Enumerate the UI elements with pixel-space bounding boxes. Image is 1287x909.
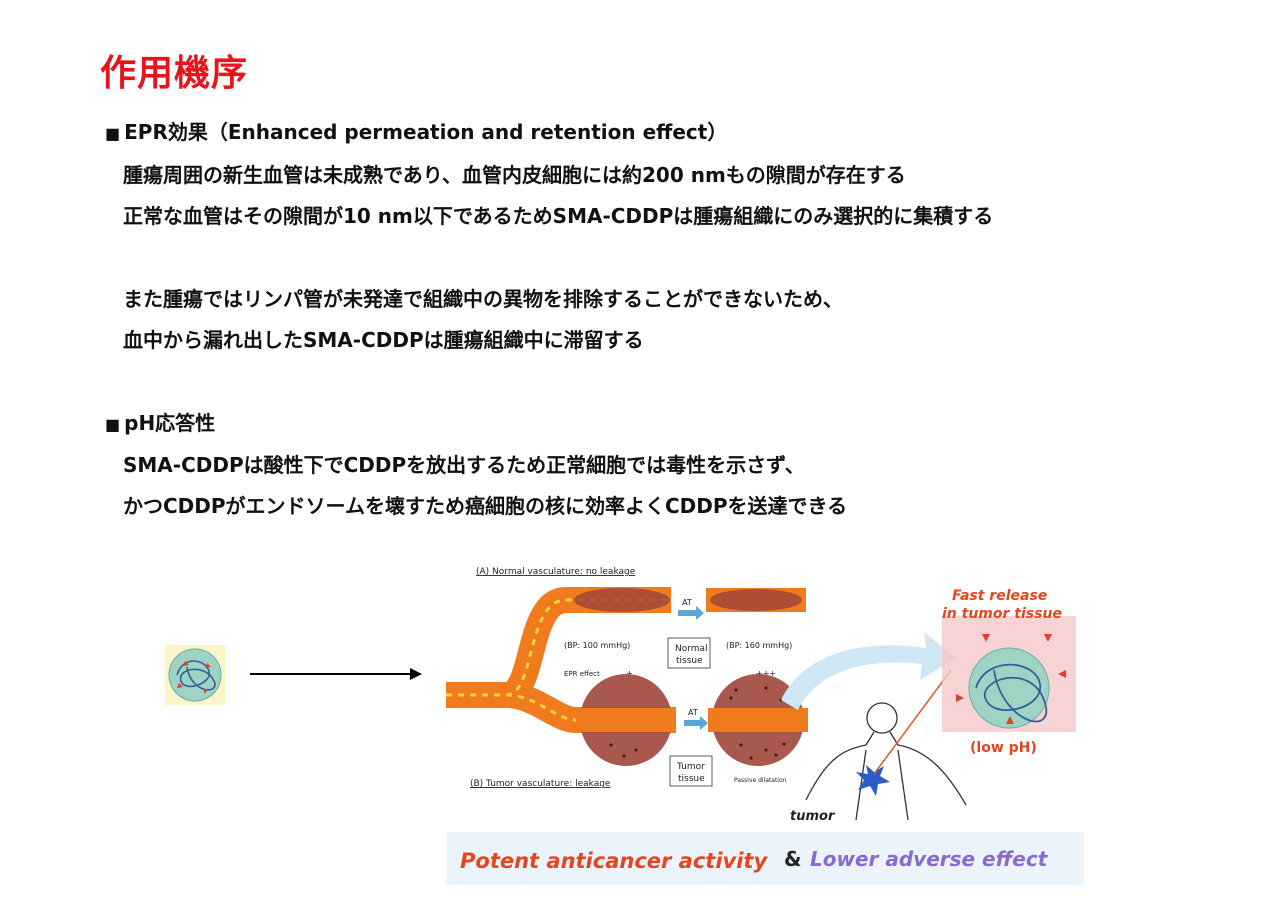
epr-heading-text: EPR効果（Enhanced permeation and retention …	[124, 120, 728, 144]
normal-tissue-box	[667, 637, 711, 669]
bp-160-label: (BP: 160 mmHg)	[726, 641, 792, 650]
amp-text: &	[784, 847, 801, 871]
label-a: (A) Normal vasculature: no leakage	[476, 567, 636, 577]
bp-100-label: (BP: 100 mmHg)	[564, 641, 630, 650]
bullet-square-icon: ■	[105, 415, 121, 434]
ph-line-1: SMA-CDDPは酸性下でCDDPを放出するため正常細胞では毒性を示さず、	[123, 453, 805, 477]
ph-heading-text: pH応答性	[124, 411, 216, 435]
at-top-arrow-icon	[678, 606, 704, 620]
at-bottom-label: AT	[688, 708, 698, 717]
low-ph-text: (low pH)	[970, 740, 1037, 756]
epr-heading: ■EPR効果（Enhanced permeation and retention…	[105, 120, 727, 146]
epr-line-4: 血中から漏れ出したSMA-CDDPは腫瘍組織中に滞留する	[123, 328, 644, 352]
curved-arrow-icon	[781, 632, 956, 710]
normal-tissue-text-2: tissue	[676, 656, 703, 666]
epr-line-1: 腫瘍周囲の新生血管は未成熟であり、血管内皮細胞には約200 nmもの隙間が存在す…	[123, 163, 906, 187]
epr-line-3: また腫瘍ではリンパ管が未発達で組織中の異物を排除することができないため、	[123, 287, 843, 311]
banner-background	[446, 832, 1084, 885]
passive-dilatation-label: Passive dilatation	[734, 777, 787, 784]
epr-effect-label: EPR effect	[564, 670, 600, 678]
nanoparticle-icon	[165, 645, 225, 705]
nanoparticle-large-icon	[968, 647, 1050, 729]
epr-line-2: 正常な血管はその隙間が10 nm以下であるためSMA-CDDPは腫瘍組織にのみ選…	[123, 204, 994, 228]
mechanism-figure: Potent anticancer activity & Lower adver…	[446, 560, 1084, 885]
tumor-tissue-text-1: Tumor	[676, 762, 705, 772]
ph-heading: ■pH応答性	[105, 411, 215, 437]
potent-text: Potent anticancer activity	[460, 849, 768, 873]
ph-line-2: かつCDDPがエンドソームを壊すため癌細胞の核に効率よくCDDPを送達できる	[123, 494, 848, 518]
normal-tissue-ellipse	[574, 588, 670, 612]
bullet-square-icon: ■	[105, 124, 121, 143]
page-title: 作用機序	[100, 53, 249, 94]
at-bottom-arrow-icon	[684, 716, 708, 730]
arrow-right-icon	[250, 668, 422, 680]
fast-release-text-2: in tumor tissue	[942, 606, 1062, 622]
epr-plus-label: +	[626, 669, 633, 678]
tumor-tissue-text-2: tissue	[678, 774, 705, 784]
normal-tissue-text-1: Normal	[675, 644, 708, 654]
label-b: (B) Tumor vasculature: leakage	[470, 779, 611, 789]
tumor-tissue-box	[669, 755, 713, 787]
tumor-label: tumor	[790, 809, 836, 824]
tumor-star-icon	[856, 765, 890, 796]
fast-release-text-1: Fast release	[952, 588, 1047, 604]
lower-text: Lower adverse effect	[810, 847, 1049, 871]
at-top-label: AT	[682, 598, 692, 607]
epr-plus3-label: +++	[756, 669, 776, 678]
